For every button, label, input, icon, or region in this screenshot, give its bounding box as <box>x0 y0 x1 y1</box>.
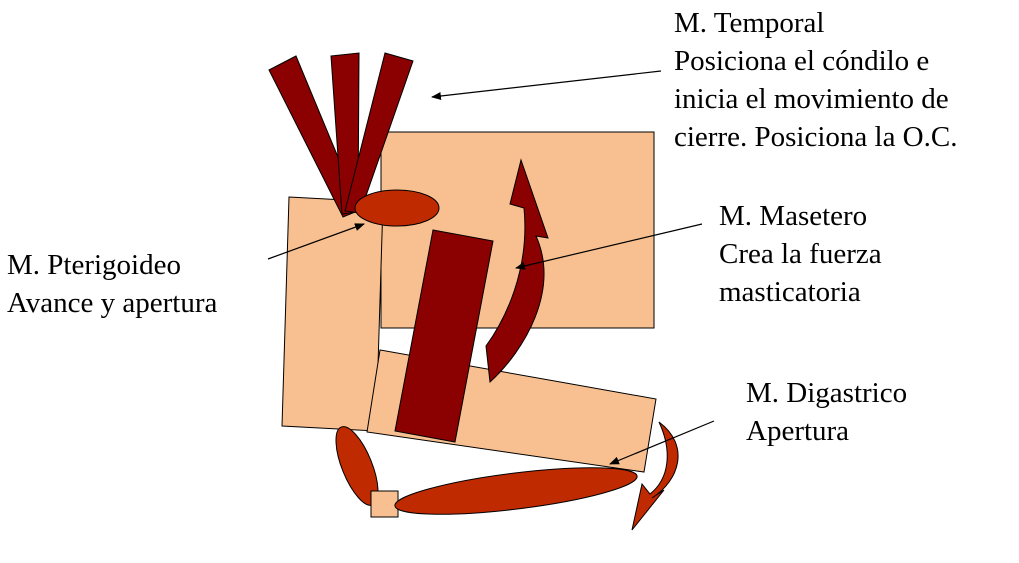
pterigoideo-title: M. Pterigoideo <box>7 249 181 281</box>
digastric-pointer <box>609 420 715 465</box>
digastrico-title: M. Digastrico <box>746 377 908 409</box>
temporal-desc-line-1: Posiciona el cóndilo e <box>674 45 930 77</box>
masseter-curved-arrow <box>485 158 549 384</box>
temporal-pointer <box>431 70 662 100</box>
pterigoideo-label: M. Pterigoideo Avance y apertura <box>7 246 217 322</box>
pterygoid-pointer <box>267 223 365 260</box>
masetero-title: M. Masetero <box>719 200 868 232</box>
masetero-label: M. Masetero Crea la fuerza masticatoria <box>719 197 882 311</box>
temporal-title: M. Temporal <box>674 7 825 39</box>
masetero-desc-line-1: Crea la fuerza <box>719 238 882 270</box>
digastrico-label: M. Digastrico Apertura <box>746 374 907 450</box>
digastric-anterior-belly <box>394 467 638 515</box>
mandible-ramus <box>281 196 384 432</box>
masseter-muscle <box>394 229 494 443</box>
masseter-pointer <box>515 223 703 270</box>
condyle <box>354 189 440 227</box>
temporal-desc-line-2: inicia el movimiento de <box>674 83 949 115</box>
hyoid-bone <box>370 490 399 518</box>
masetero-desc-line-2: masticatoria <box>719 276 861 308</box>
temporal-desc-line-3: cierre. Posiciona la O.C. <box>674 121 958 153</box>
temporal-label: M. Temporal Posiciona el cóndilo e inici… <box>674 4 957 156</box>
digastric-curved-arrow <box>631 421 679 531</box>
pterigoideo-desc-line-1: Avance y apertura <box>7 287 218 319</box>
digastrico-desc-line-1: Apertura <box>746 415 850 447</box>
